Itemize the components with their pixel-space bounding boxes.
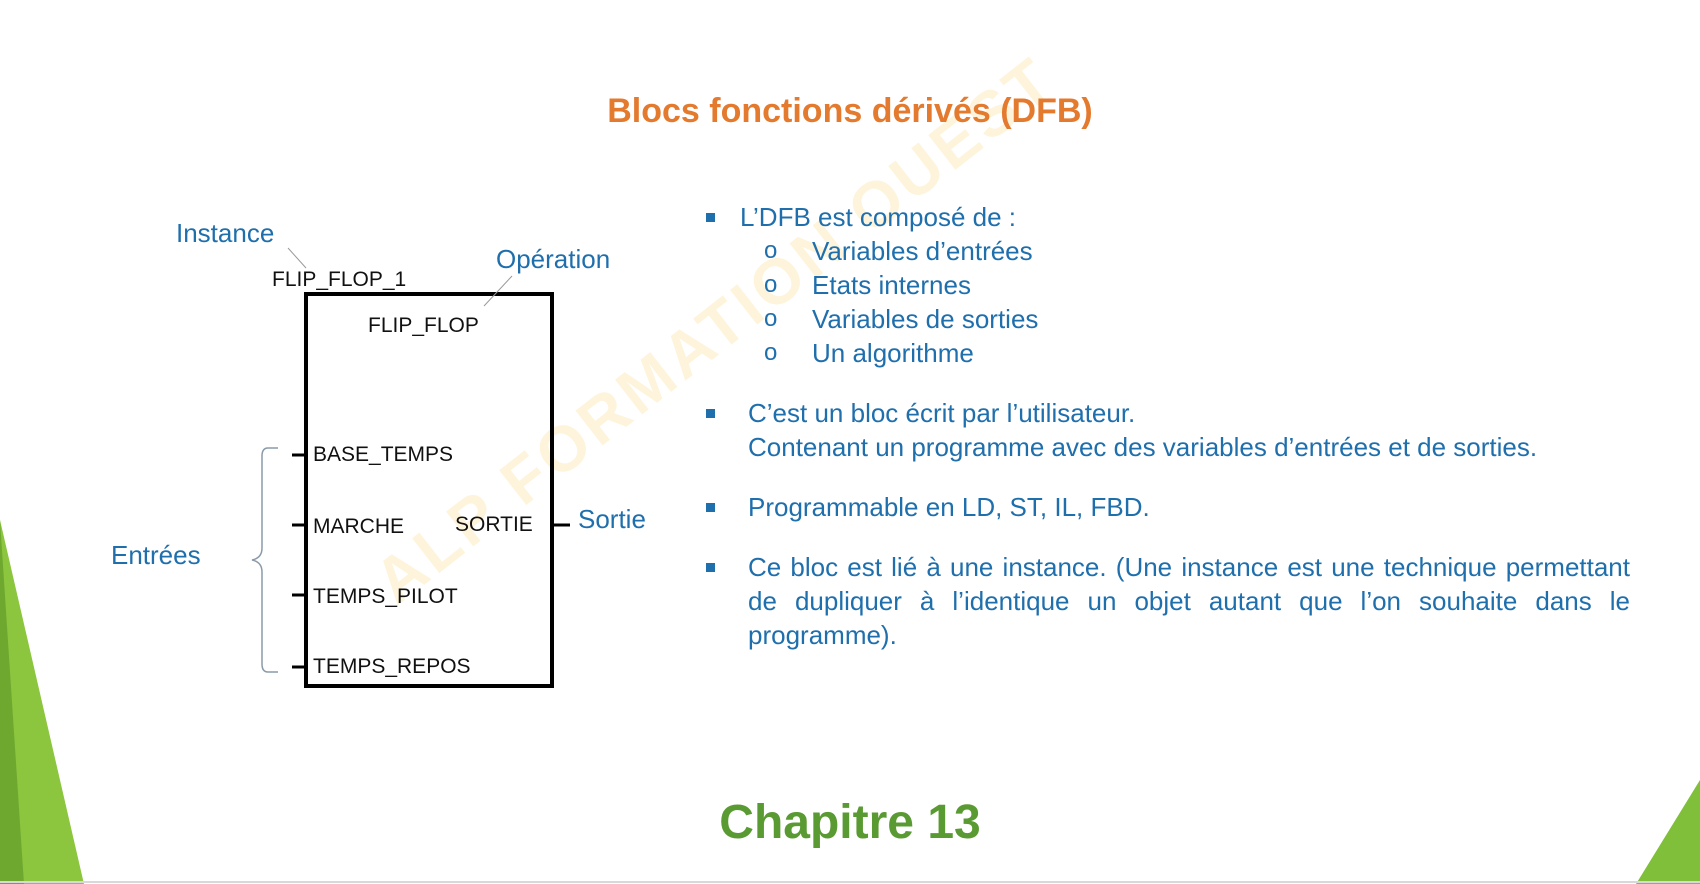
bullet-text: Programmable en LD, ST, IL, FBD.	[748, 492, 1150, 522]
function-block-box	[304, 292, 554, 688]
sub-item-text: Etats internes	[812, 270, 971, 300]
bullet-text: Contenant un programme avec des variable…	[748, 432, 1538, 462]
circle-bullet-icon: o	[764, 339, 778, 366]
bullet-text: C’est un bloc écrit par l’utilisateur.	[748, 398, 1136, 428]
instance-leader-line	[287, 247, 307, 269]
bullet-square-icon	[706, 409, 715, 418]
right-green-accent	[1636, 780, 1700, 884]
input-pin-temps-pilot: TEMPS_PILOT	[313, 585, 458, 608]
inputs-label: Entrées	[111, 540, 201, 570]
bullet-composition: L’DFB est composé de : o Variables d’entr…	[700, 200, 1630, 370]
input-pin-base-temps: BASE_TEMPS	[313, 443, 454, 466]
slide-title: Blocs fonctions dérivés (DFB)	[607, 92, 1093, 130]
instance-label: Instance	[176, 218, 275, 248]
circle-bullet-icon: o	[764, 305, 778, 332]
sub-item-text: Variables de sorties	[812, 304, 1039, 334]
output-label: Sortie	[578, 504, 646, 534]
operation-leader-line	[483, 275, 513, 307]
sub-item: o Variables de sorties	[740, 302, 1630, 336]
left-green-accent	[0, 520, 84, 884]
sub-item: o Etats internes	[740, 268, 1630, 302]
operation-label: Opération	[496, 244, 611, 274]
sub-item-text: Variables d’entrées	[812, 236, 1033, 266]
bullet-square-icon	[706, 213, 715, 222]
bullet-text: L’DFB est composé de :	[740, 202, 1017, 232]
sub-item: o Un algorithme	[740, 336, 1630, 370]
input-pin-temps-repos: TEMPS_REPOS	[313, 655, 471, 678]
bullet-text: Ce bloc est lié à une instance. (Une ins…	[748, 552, 1630, 650]
input-pin-marche: MARCHE	[313, 515, 405, 538]
sub-item: o Variables d’entrées	[740, 234, 1630, 268]
chapter-footer: Chapitre 13	[719, 796, 981, 849]
output-pin-sortie: SORTIE	[455, 513, 533, 536]
bullet-languages: Programmable en LD, ST, IL, FBD.	[700, 490, 1630, 524]
bullet-square-icon	[706, 503, 715, 512]
block-type-name: FLIP_FLOP	[368, 314, 479, 337]
bullet-user-written: C’est un bloc écrit par l’utilisateur. C…	[700, 396, 1630, 464]
bullet-square-icon	[706, 563, 715, 572]
instance-name: FLIP_FLOP_1	[272, 268, 407, 291]
circle-bullet-icon: o	[764, 237, 778, 264]
bullet-list: L’DFB est composé de : o Variables d’entr…	[700, 200, 1630, 652]
circle-bullet-icon: o	[764, 271, 778, 298]
inputs-brace	[251, 447, 278, 673]
left-green-accent-shade	[0, 520, 24, 884]
sub-item-text: Un algorithme	[812, 338, 974, 368]
bullet-instance: Ce bloc est lié à une instance. (Une ins…	[700, 550, 1630, 652]
